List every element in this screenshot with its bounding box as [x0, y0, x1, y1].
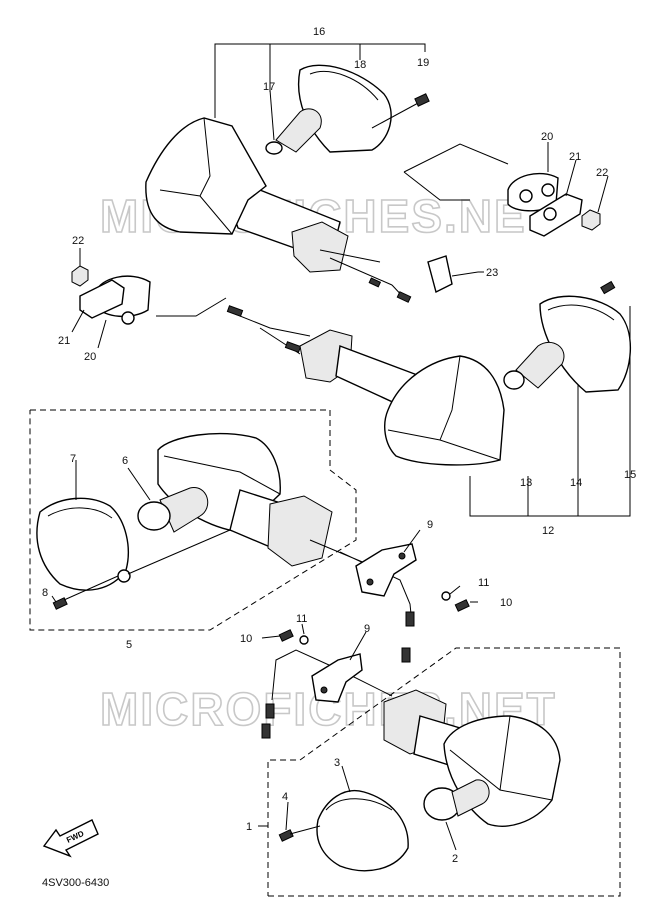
callout-22-right: 22 — [596, 167, 608, 179]
callout-21-right: 21 — [569, 151, 581, 163]
callout-1: 1 — [246, 821, 252, 833]
callout-8: 8 — [42, 587, 48, 599]
callout-13: 13 — [520, 477, 532, 489]
callout-14: 14 — [570, 477, 582, 489]
callout-3: 3 — [334, 757, 340, 769]
leader-lines — [51, 89, 609, 851]
callout-23: 23 — [486, 267, 498, 279]
flasher-assembly-front-right — [261, 629, 621, 897]
callout-21-left: 21 — [58, 335, 70, 347]
callout-6: 6 — [122, 455, 128, 467]
callout-4: 4 — [282, 791, 288, 803]
callout-18: 18 — [354, 59, 366, 71]
flasher-assembly-rear-right — [71, 265, 631, 517]
callout-20-left: 20 — [84, 351, 96, 363]
callout-19: 19 — [417, 57, 429, 69]
callout-11-lower: 11 — [296, 613, 307, 625]
callout-16: 16 — [313, 26, 325, 38]
callout-12: 12 — [542, 525, 554, 537]
callout-11-upper: 11 — [478, 577, 489, 589]
callout-7: 7 — [70, 453, 76, 465]
callout-17: 17 — [263, 81, 275, 93]
callout-10-lower: 10 — [240, 633, 252, 645]
flasher-assembly-front-left — [29, 409, 470, 663]
callout-22-left: 22 — [72, 235, 84, 247]
callout-9-lower: 9 — [364, 623, 370, 635]
diagram-code: 4SV300-6430 — [42, 877, 109, 889]
callout-15: 15 — [624, 469, 636, 481]
callout-9-upper: 9 — [427, 519, 433, 531]
forward-arrow-icon: FWD — [42, 819, 99, 858]
callout-labels: 16 17 18 19 20 21 22 23 22 21 20 13 14 1… — [42, 26, 636, 865]
callout-10-upper: 10 — [500, 597, 512, 609]
callout-5: 5 — [126, 639, 132, 651]
callout-2: 2 — [452, 853, 458, 865]
callout-20-right: 20 — [541, 131, 553, 143]
flasher-assembly-rear-left — [145, 43, 601, 303]
